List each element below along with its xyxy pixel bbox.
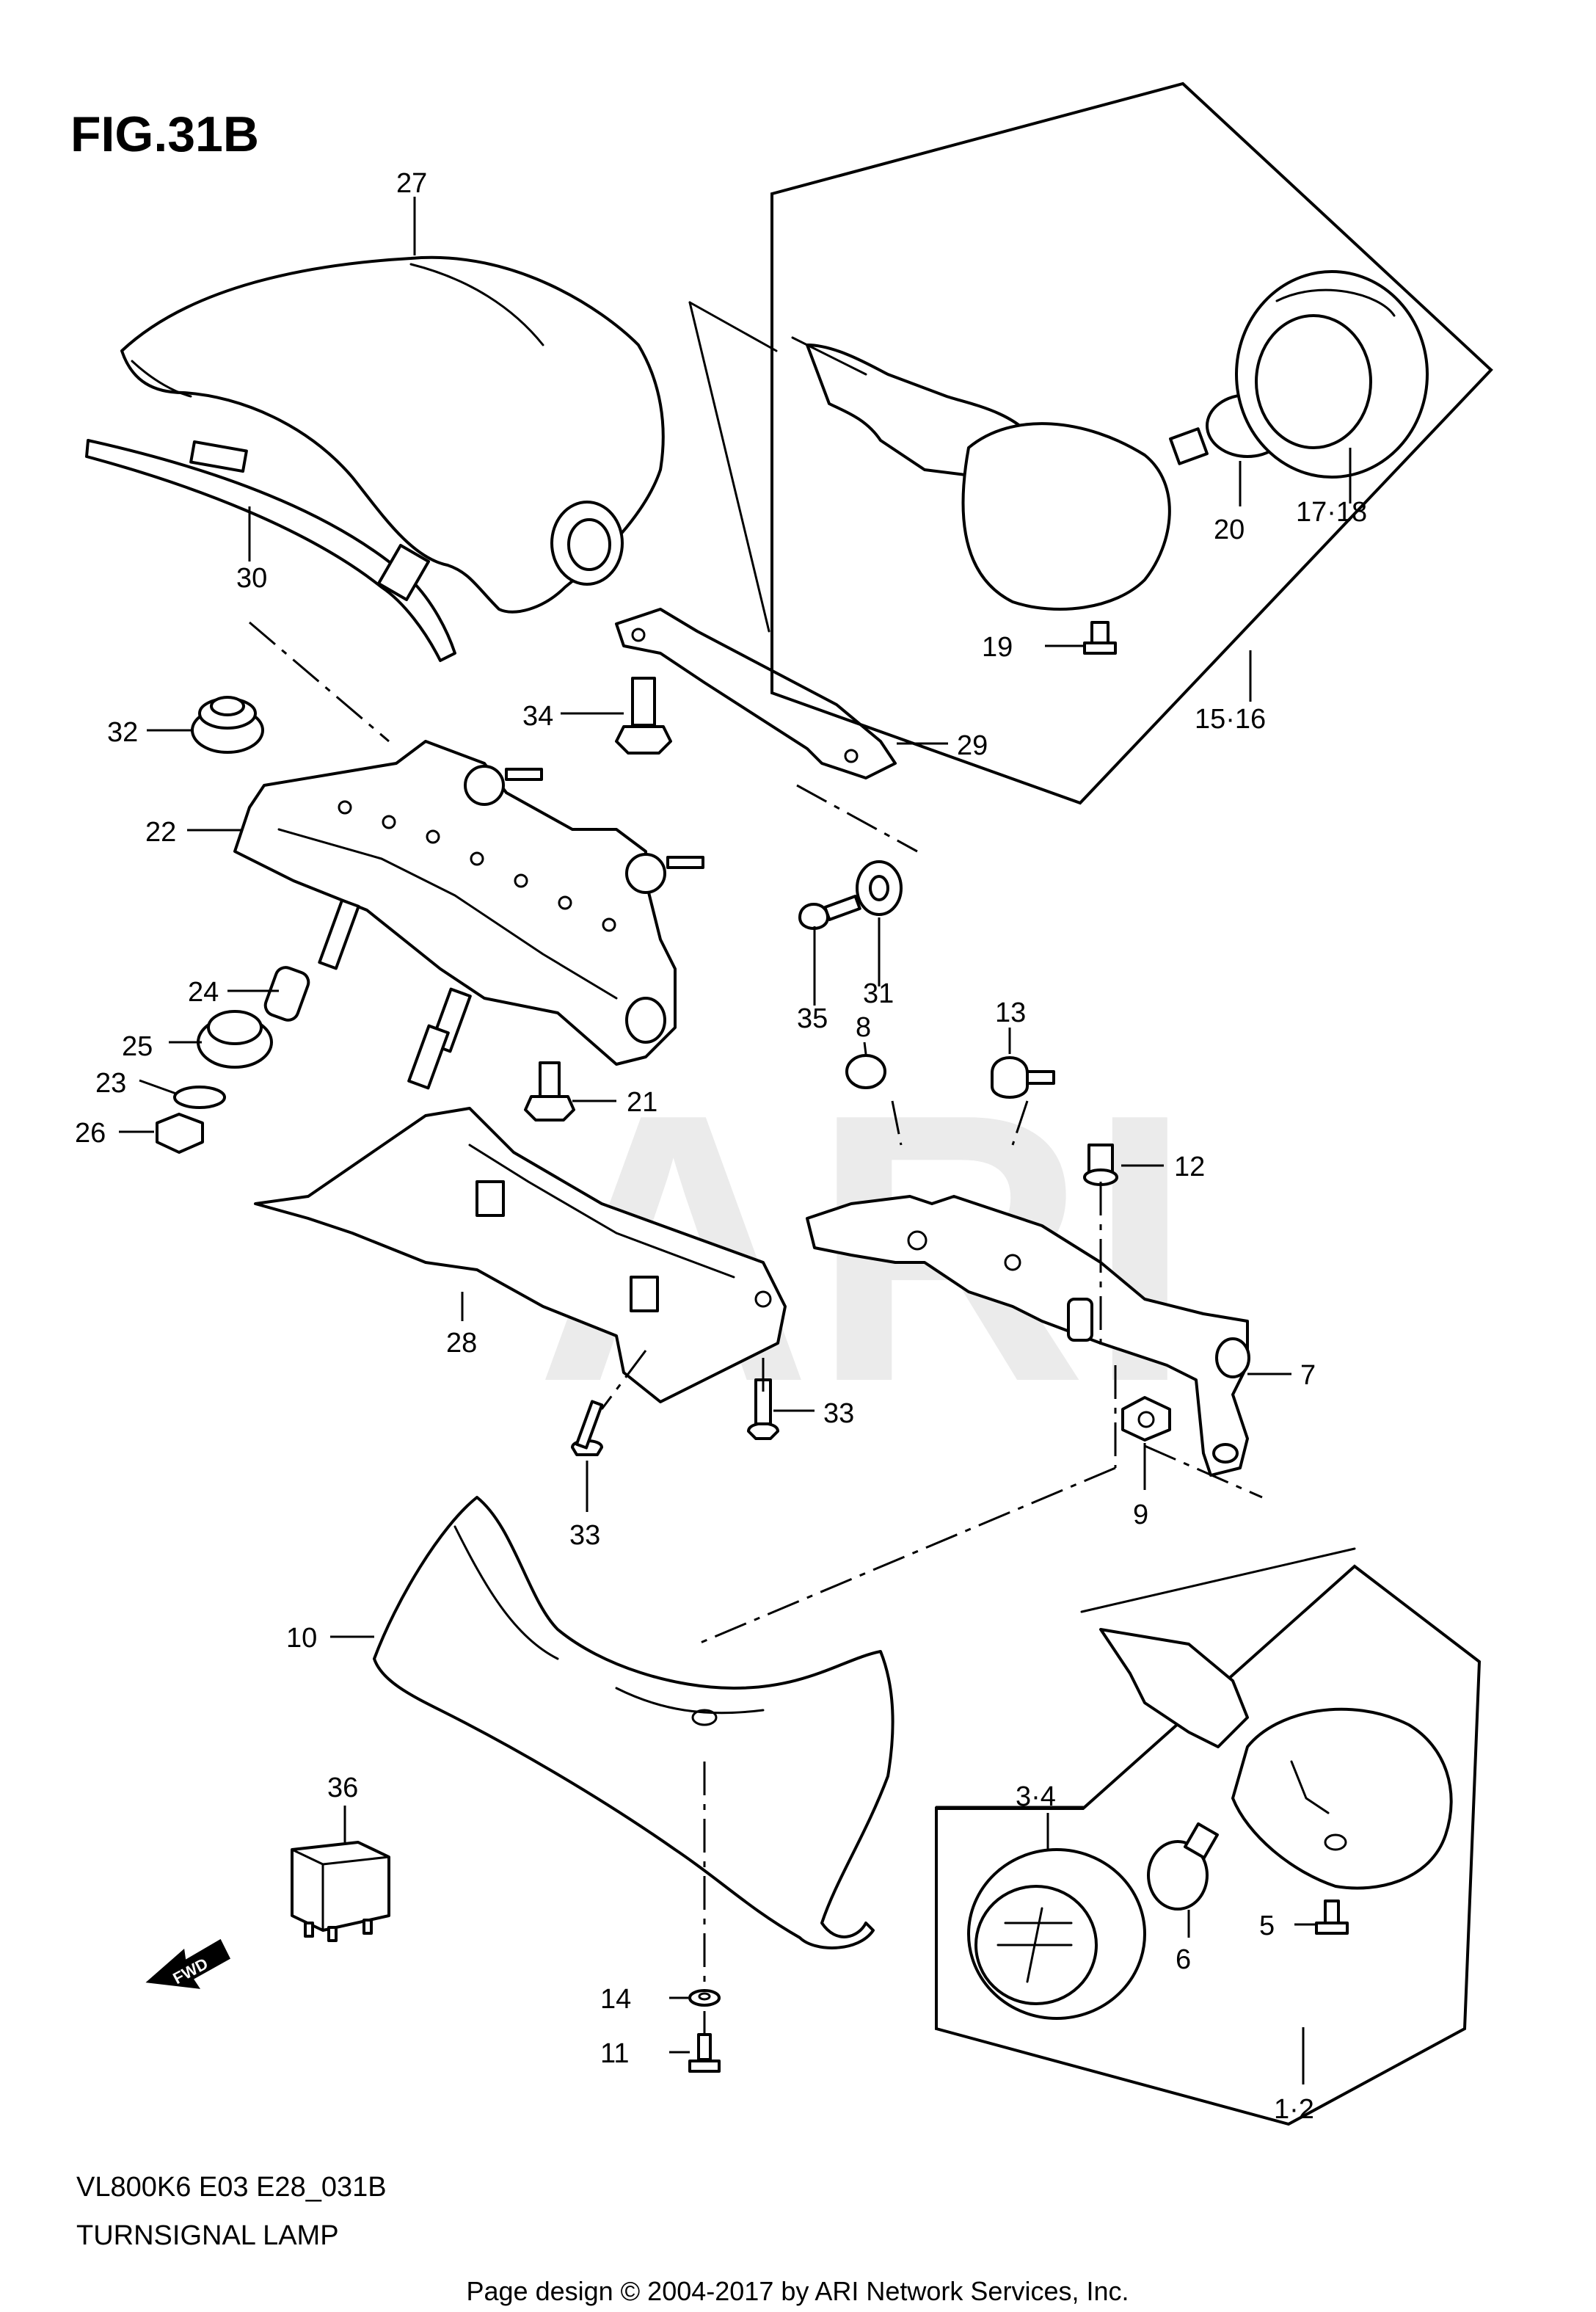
callout-26: 26 — [75, 1118, 106, 1149]
callout-1-2: 1·2 — [1274, 2094, 1314, 2125]
part-29-bracket — [615, 608, 897, 779]
callout-5: 5 — [1259, 1911, 1275, 1941]
callout-24: 24 — [188, 977, 219, 1008]
callout-9: 9 — [1133, 1499, 1148, 1530]
callout-17-18: 17·18 — [1296, 497, 1367, 528]
part-22-bracket — [233, 740, 704, 1090]
parts-24-25-23-26-hardware — [156, 898, 360, 1154]
callout-20: 20 — [1214, 515, 1245, 545]
turn-signal-assembly-15-16 — [688, 81, 1493, 805]
callout-29: 29 — [957, 730, 988, 761]
page-footer: Page design © 2004-2017 by ARI Network S… — [466, 2276, 1129, 2306]
part-21-bolt — [524, 1061, 575, 1122]
part-28-bracket — [254, 1107, 787, 1403]
callout-13: 13 — [995, 997, 1026, 1028]
parts-33-fasteners — [571, 1378, 779, 1456]
part-9-nut — [1121, 1396, 1171, 1442]
callout-22: 22 — [145, 817, 176, 848]
callout-labels: 27 30 32 22 34 29 19 15·16 20 17·18 35 3… — [75, 168, 1367, 2125]
part-30-strip — [85, 439, 456, 662]
alignment-lines — [249, 621, 1263, 2033]
callout-7: 7 — [1300, 1360, 1316, 1391]
fwd-arrow-icon: FWD — [145, 1938, 230, 1989]
callout-6: 6 — [1176, 1944, 1191, 1975]
parts-14-11 — [688, 1989, 721, 2073]
parts-8-13-12 — [845, 1054, 1118, 1186]
parts-35-31 — [798, 860, 903, 930]
part-10-cover — [373, 1496, 894, 1949]
callout-14: 14 — [600, 1984, 631, 2015]
callout-36: 36 — [327, 1773, 358, 1803]
callout-31: 31 — [863, 978, 894, 1009]
callout-23: 23 — [95, 1068, 126, 1099]
callout-25: 25 — [122, 1031, 153, 1062]
callout-34: 34 — [522, 701, 553, 732]
callout-32: 32 — [107, 717, 138, 748]
callout-8: 8 — [856, 1012, 871, 1043]
callout-3-4: 3·4 — [1016, 1781, 1056, 1812]
callout-33-right: 33 — [823, 1398, 854, 1429]
part-27-rear-cover — [120, 255, 665, 614]
callout-28: 28 — [446, 1328, 477, 1359]
leader-lines — [119, 197, 1352, 2084]
callout-10: 10 — [286, 1623, 317, 1654]
callout-30: 30 — [236, 563, 267, 594]
section-name: TURNSIGNAL LAMP — [76, 2220, 339, 2251]
part-32-grommet — [191, 696, 264, 754]
callout-27: 27 — [396, 168, 427, 199]
callout-21: 21 — [627, 1087, 657, 1118]
part-7-bracket — [806, 1195, 1250, 1477]
callout-11: 11 — [600, 2038, 629, 2069]
callout-19: 19 — [982, 632, 1013, 663]
model-code: VL800K6 E03 E28_031B — [76, 2172, 387, 2203]
callout-35: 35 — [797, 1003, 828, 1034]
part-34-bolt — [615, 677, 672, 755]
callout-15-16: 15·16 — [1195, 704, 1266, 735]
callout-33-left: 33 — [569, 1520, 600, 1551]
part-36-relay — [291, 1841, 390, 1942]
figure-title: FIG.31B — [70, 106, 259, 162]
turn-signal-assembly-1-2 — [935, 1547, 1482, 2126]
callout-12: 12 — [1174, 1152, 1205, 1182]
